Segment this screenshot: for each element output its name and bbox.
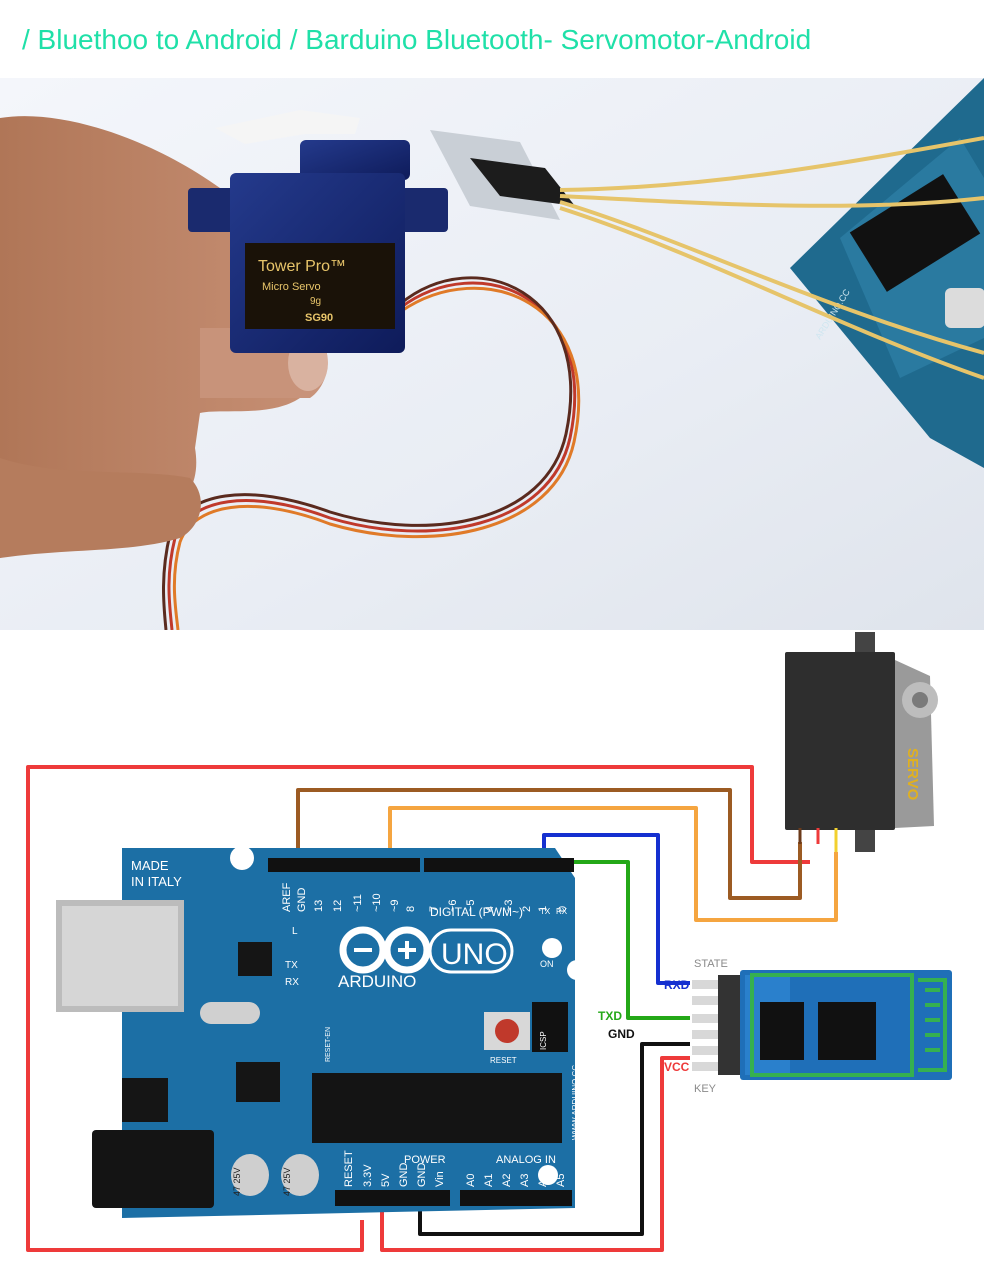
analog-pin-labels: A0 A1 A2 A3 A4 A5 (465, 1174, 567, 1187)
top-pin-5: ~5 (465, 899, 477, 912)
power-pin-gnd: GND (398, 1163, 410, 1188)
uno-label: UNO (441, 938, 508, 971)
power-pin-labels: RESET 3.3V 5V GND GND Vin (343, 1150, 446, 1187)
top-pin-13: 13 (313, 900, 325, 912)
top-pin-12: 12 (332, 900, 344, 912)
top-pin-3: ~3 (503, 899, 515, 912)
led-on-label: ON (540, 959, 554, 969)
top-pin-4: 4 (484, 906, 496, 912)
top-pin-2: 2 (521, 906, 533, 912)
wire-vcc-red-outer (26, 765, 810, 1252)
top-pin-10: ~10 (371, 893, 383, 912)
power-pin-33v: 3.3V (362, 1164, 374, 1187)
top-pin-6: ~6 (447, 899, 459, 912)
photo-servo-brand: Tower Pro™ (258, 258, 346, 275)
bluetooth-module: STATE KEY RXD TXD GND VCC (598, 958, 952, 1095)
top-pin-8: 8 (405, 906, 417, 912)
analog-label: ANALOG IN (496, 1154, 556, 1166)
rx-small-label: RX (556, 907, 568, 916)
wire-servo-signal-orange (388, 806, 838, 922)
wire-rxd-blue (542, 833, 690, 985)
wire-txd-green (562, 860, 690, 1020)
analog-pin-a5: A5 (555, 1174, 567, 1187)
bt-rxd-label: RXD (664, 978, 690, 992)
analog-pin-a0: A0 (465, 1174, 477, 1187)
cap2-label: 47 25V (282, 1167, 292, 1196)
analog-pin-a3: A3 (519, 1174, 531, 1187)
photo-bluetooth-module (430, 130, 575, 220)
bt-vcc-label: VCC (664, 1060, 690, 1074)
photo-servo-weight: 9g (310, 296, 321, 307)
bt-key-label: KEY (694, 1083, 717, 1095)
bt-gnd-label: GND (608, 1027, 635, 1041)
arduino-logo (339, 926, 431, 974)
top-pin-11: ~11 (352, 894, 364, 912)
digital-label: DIGITAL (PWM~) (430, 905, 523, 919)
reset-en-label: RESET-EN (325, 1027, 332, 1062)
top-pin-9: ~9 (389, 899, 401, 912)
power-label: POWER (404, 1154, 446, 1166)
photo-jumper-wires (559, 136, 984, 380)
power-pin-vin: Vin (434, 1171, 446, 1187)
analog-pin-a1: A1 (483, 1174, 495, 1187)
wire-gnd-black (418, 1042, 690, 1236)
tx-small-label: TX (540, 907, 551, 916)
analog-pin-a4: A4 (537, 1174, 549, 1187)
top-pin-gnd: GND (296, 888, 308, 913)
led-l-label: L (292, 926, 298, 937)
photo-servo-model: Micro Servo (262, 281, 321, 293)
bt-state-label: STATE (694, 958, 728, 970)
cap1-label: 47 25V (232, 1167, 242, 1196)
photo-servo-code: SG90 (305, 312, 333, 324)
wire-servo-gnd-brown (296, 788, 802, 900)
power-pin-reset: RESET (343, 1150, 355, 1187)
led-tx-label: TX (285, 960, 298, 971)
www-label: WWW.ARDUINO.CC (571, 1065, 580, 1140)
wires (26, 765, 838, 1252)
photo-servo-motor: Tower Pro™ Micro Servo 9g SG90 (188, 110, 448, 353)
wiring-diagram: SERVO STATE KEY RXD TXD GND VCC (26, 632, 952, 1252)
power-pin-gnd: GND (416, 1163, 428, 1188)
arduino-board: 47 25V 47 25V MADE IN ITALY ARDUINO UNO … (56, 846, 587, 1218)
photo-servo-bluetooth: ARDUINO.CC Tower Pro™ Micro Servo 9g SG9… (0, 78, 984, 630)
servo-diagram: SERVO (785, 632, 938, 852)
analog-pin-a2: A2 (501, 1174, 513, 1187)
servo-label: SERVO (904, 748, 921, 801)
power-pin-5v: 5V (380, 1173, 392, 1187)
top-pin-1: 1 (537, 906, 549, 912)
top-pin-aref: AREF (281, 882, 293, 912)
arduino-logo-text: ARDUINO (338, 972, 416, 991)
icsp-label: ICSP (539, 1031, 548, 1050)
reset-label: RESET (490, 1056, 517, 1065)
top-pin-0: 0 (557, 906, 569, 912)
in-italy-label: IN ITALY (131, 874, 182, 889)
made-label: MADE (131, 858, 169, 873)
page-title: / Bluethoo to Android / Barduino Bluetoo… (22, 24, 812, 55)
led-rx-label: RX (285, 977, 299, 988)
top-pin-7: 7 (428, 906, 440, 912)
bt-txd-label: TXD (598, 1009, 622, 1023)
wire-5v-red (380, 1056, 690, 1252)
